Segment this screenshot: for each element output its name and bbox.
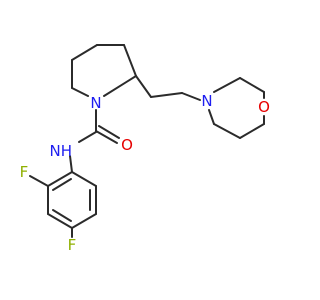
piperidine-ring [71,44,137,97]
double-bond [98,125,120,139]
bond [239,123,265,139]
double-bond [52,178,72,191]
bond [29,175,49,187]
bond [69,155,73,173]
bond [123,44,137,77]
bond [213,77,241,93]
bond [47,213,73,229]
amide-nitrogen-label: NH [49,142,72,160]
structure-diagram: N O NH N O F F [20,44,270,254]
morpholine-nitrogen-label: N [201,92,212,110]
morpholine-ring [208,77,265,139]
bond [47,171,73,187]
amide-nitrogen-symbol: N [49,142,60,160]
amide-oxygen-label: O [121,136,133,154]
fluorine-4-label: F [68,236,77,254]
double-bond [52,209,72,222]
bond [181,92,201,101]
amide-hydrogen-symbol: H [61,142,72,160]
ethyl-linker [135,75,201,101]
bond [71,171,97,187]
bond [78,131,97,143]
bond [103,75,137,97]
bond [150,92,183,98]
fluorine-2-label: F [20,163,29,181]
bond [71,44,98,61]
piperidine-nitrogen-label: N [90,94,101,112]
molecule-canvas: N O NH N O F F [20,44,270,254]
bond [135,75,152,98]
carboxamide-group [69,109,120,173]
double-bond [95,130,118,144]
bond [71,213,97,229]
bond [208,109,215,125]
morpholine-oxygen-label: O [258,98,270,116]
bond [239,77,265,93]
difluorophenyl-ring [29,171,97,238]
bond [213,123,241,139]
bond [71,87,89,97]
